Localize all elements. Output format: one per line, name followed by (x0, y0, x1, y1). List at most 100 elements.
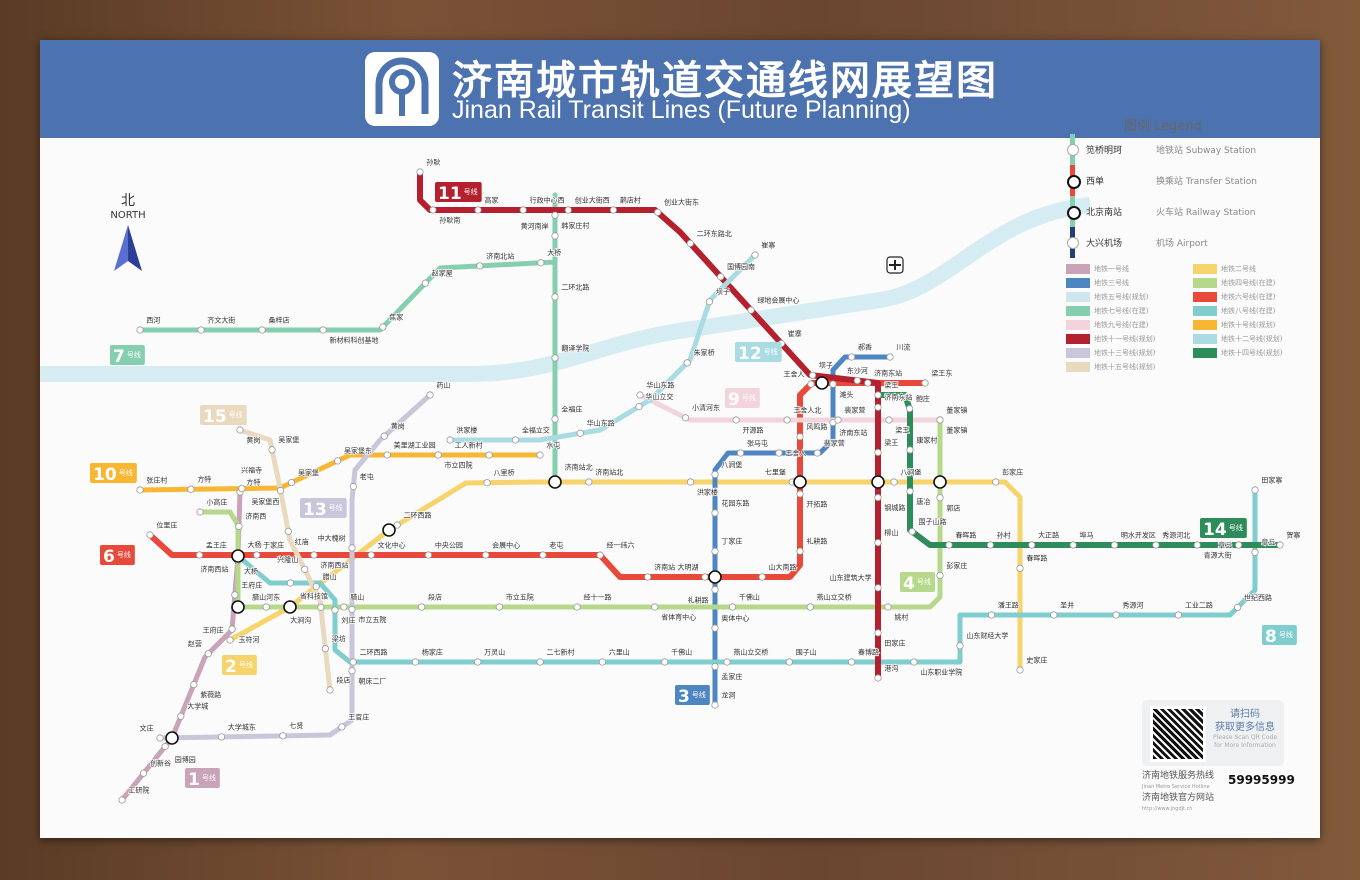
station-dot[interactable] (1193, 541, 1201, 549)
station-dot[interactable] (711, 470, 719, 479)
station-dot[interactable] (1112, 611, 1120, 619)
station-dot[interactable] (585, 478, 593, 486)
station-dot[interactable] (511, 436, 520, 444)
station-dot[interactable] (348, 667, 356, 675)
station-dot[interactable] (654, 208, 662, 216)
station-dot[interactable] (874, 629, 882, 637)
station-dot[interactable] (539, 551, 547, 559)
station-dot[interactable] (537, 259, 545, 267)
station-dot[interactable] (482, 551, 490, 559)
station-dot[interactable] (596, 551, 604, 559)
station-dot[interactable] (834, 416, 842, 424)
station-dot[interactable] (383, 451, 391, 459)
station-dot[interactable] (636, 391, 644, 399)
line-l1-track[interactable] (120, 491, 243, 802)
station-dot[interactable] (886, 353, 894, 361)
line-l9-track[interactable] (638, 392, 940, 423)
station-dot[interactable] (723, 658, 731, 666)
station-dot[interactable] (874, 493, 882, 502)
website-url[interactable]: http://www.jngdjt.cn (1142, 806, 1193, 812)
station-dot[interactable] (796, 433, 804, 441)
station-dot[interactable] (319, 326, 327, 334)
station-dot[interactable] (1110, 541, 1119, 549)
station-dot[interactable] (338, 723, 346, 731)
station-dot[interactable] (956, 642, 964, 650)
station-dot[interactable] (228, 625, 236, 633)
station-dot[interactable] (197, 326, 205, 334)
station-dot[interactable] (190, 680, 198, 689)
station-dot[interactable] (253, 551, 261, 559)
station-dot[interactable] (286, 579, 295, 587)
station-dot[interactable] (418, 603, 426, 611)
station-dot[interactable] (393, 521, 401, 529)
station-dot[interactable] (864, 379, 872, 387)
station-dot[interactable] (268, 446, 276, 454)
station-dot[interactable] (279, 732, 287, 740)
station-dot[interactable] (367, 551, 375, 559)
station-dot[interactable] (161, 742, 169, 751)
station-dot[interactable] (573, 603, 581, 611)
station-dot[interactable] (416, 168, 424, 176)
station-dot[interactable] (348, 605, 356, 613)
station-dot[interactable] (686, 239, 694, 247)
station-dot[interactable] (1235, 541, 1243, 549)
station-dot[interactable] (717, 273, 725, 281)
station-dot[interactable] (1174, 611, 1183, 619)
station-dot[interactable] (905, 405, 914, 413)
station-dot[interactable] (874, 584, 882, 592)
qr-code[interactable] (1150, 706, 1206, 762)
station-dot[interactable] (785, 658, 793, 666)
station-dot[interactable] (551, 211, 559, 219)
station-dot[interactable] (379, 323, 387, 331)
station-dot[interactable] (231, 591, 239, 599)
station-dot[interactable] (217, 733, 226, 741)
station-dot[interactable] (890, 478, 898, 486)
station-dot[interactable] (711, 662, 719, 671)
station-dot[interactable] (1152, 541, 1160, 549)
station-dot[interactable] (156, 734, 164, 742)
station-dot[interactable] (807, 380, 815, 388)
station-dot[interactable] (551, 354, 559, 362)
transfer-station-icon[interactable] (708, 570, 722, 584)
station-dot[interactable] (683, 359, 691, 367)
station-dot[interactable] (686, 478, 695, 486)
station-dot[interactable] (429, 206, 437, 214)
station-dot[interactable] (945, 541, 953, 549)
station-dot[interactable] (551, 415, 559, 423)
station-dot[interactable] (195, 551, 204, 559)
station-dot[interactable] (711, 701, 719, 709)
station-dot[interactable] (411, 658, 420, 666)
station-dot[interactable] (476, 262, 484, 270)
station-dot[interactable] (736, 449, 745, 457)
station-dot[interactable] (421, 279, 429, 287)
station-dot[interactable] (598, 658, 606, 666)
station-dot[interactable] (874, 539, 882, 547)
station-dot[interactable] (711, 509, 719, 517)
station-dot[interactable] (536, 658, 544, 666)
station-dot[interactable] (910, 658, 918, 666)
station-dot[interactable] (651, 603, 659, 611)
station-dot[interactable] (711, 586, 719, 594)
line-l2-track[interactable] (228, 479, 1023, 670)
station-dot[interactable] (551, 293, 559, 301)
station-dot[interactable] (310, 551, 318, 559)
station-dot[interactable] (783, 416, 791, 424)
station-dot[interactable] (331, 606, 339, 614)
station-dot[interactable] (426, 391, 434, 399)
station-dot[interactable] (312, 582, 320, 591)
station-dot[interactable] (853, 376, 861, 385)
transfer-station-icon[interactable] (793, 475, 807, 489)
station-dot[interactable] (711, 547, 719, 555)
line-l3-track[interactable] (712, 354, 890, 705)
station-dot[interactable] (321, 645, 330, 653)
station-dot[interactable] (276, 486, 285, 495)
station-dot[interactable] (987, 611, 996, 619)
station-dot[interactable] (348, 544, 356, 552)
station-dot[interactable] (349, 482, 357, 491)
station-dot[interactable] (986, 541, 995, 549)
station-dot[interactable] (1016, 564, 1024, 572)
transfer-station-icon[interactable] (548, 475, 562, 489)
station-dot[interactable] (380, 432, 388, 440)
station-dot[interactable] (906, 446, 914, 454)
station-dot[interactable] (908, 528, 916, 536)
